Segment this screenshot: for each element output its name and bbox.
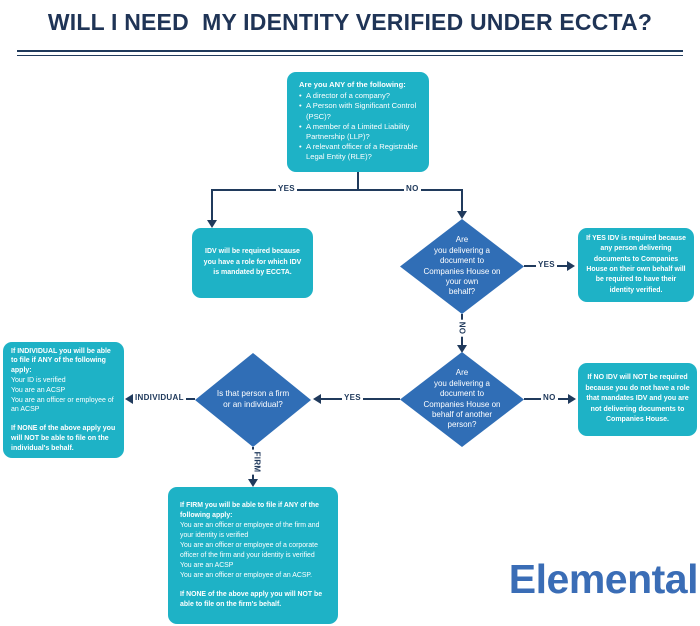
arrowhead-yes2 bbox=[567, 261, 575, 271]
start-question-node: Are you ANY of the following: A director… bbox=[287, 72, 429, 172]
edge-label-individual: INDIVIDUAL bbox=[133, 393, 186, 402]
connector-branch1 bbox=[211, 189, 463, 191]
elemental-logo: Elemental bbox=[508, 556, 699, 602]
start-bullet-rle: A relevant officer of a Registrable Lega… bbox=[299, 142, 421, 162]
start-bullet-llp: A member of a Limited Liability Partners… bbox=[299, 122, 421, 142]
idv-required-node: IDV will be required because you have a … bbox=[192, 228, 313, 298]
firm-outcome-intro: If FIRM you will be able to file if ANY … bbox=[180, 501, 319, 519]
title-divider bbox=[17, 50, 683, 56]
no-idv-not-required-node: If NO IDV will NOT be required because y… bbox=[578, 363, 697, 436]
start-bullet-psc: A Person with Significant Control (PSC)? bbox=[299, 101, 421, 121]
edge-label-yes3: YES bbox=[342, 393, 363, 402]
yes-idv-required-node: If YES IDV is required because any perso… bbox=[578, 228, 694, 302]
connector-yes1-drop bbox=[211, 189, 213, 220]
arrowhead-individual bbox=[125, 394, 133, 404]
edge-label-no2: NO bbox=[541, 393, 558, 402]
decision-own-behalf: Are you delivering a document to Compani… bbox=[400, 219, 524, 314]
individual-outcome-outro: If NONE of the above apply you will NOT … bbox=[11, 425, 116, 452]
arrowhead-no2 bbox=[568, 394, 576, 404]
firm-condition-officer-verified: You are an officer or employee of the fi… bbox=[180, 521, 320, 539]
arrowhead-yes1 bbox=[207, 220, 217, 228]
edge-label-no1: NO bbox=[404, 184, 421, 193]
firm-condition-acsp-officer: You are an officer or employee of an ACS… bbox=[180, 572, 313, 580]
edge-label-no-vertical: NO bbox=[456, 319, 467, 337]
individual-outcome-intro: If INDIVIDUAL you will be able to file i… bbox=[11, 347, 111, 375]
decision-own-behalf-text: Are you delivering a document to Compani… bbox=[423, 235, 501, 297]
arrowhead-no-vertical bbox=[457, 345, 467, 353]
arrowhead-yes3 bbox=[313, 394, 321, 404]
decision-firm-or-individual: Is that person a firm or an individual? bbox=[195, 353, 311, 447]
edge-label-firm: FIRM bbox=[251, 449, 262, 475]
individual-outcome-node: If INDIVIDUAL you will be able to file i… bbox=[3, 342, 124, 458]
individual-condition-acsp: You are an ACSP bbox=[11, 386, 66, 394]
edge-label-yes2: YES bbox=[536, 260, 557, 269]
edge-label-yes1: YES bbox=[276, 184, 297, 193]
decision-another-person: Are you delivering a document to Compani… bbox=[400, 352, 524, 447]
connector-no1-drop bbox=[461, 189, 463, 211]
start-bullet-director: A director of a company? bbox=[299, 91, 421, 101]
individual-condition-acsp-officer: You are an officer or employee of an ACS… bbox=[11, 396, 114, 414]
page-title: WILL I NEED MY IDENTITY VERIFIED UNDER E… bbox=[47, 9, 653, 35]
individual-condition-id-verified: Your ID is verified bbox=[11, 376, 66, 384]
arrowhead-no1 bbox=[457, 211, 467, 219]
start-question-heading: Are you ANY of the following: bbox=[299, 80, 406, 89]
firm-outcome-outro: If NONE of the above apply you will NOT … bbox=[180, 591, 323, 609]
firm-condition-corporate-officer: You are an officer or employee of a corp… bbox=[180, 541, 318, 559]
decision-another-person-text: Are you delivering a document to Compani… bbox=[423, 368, 501, 430]
arrowhead-firm bbox=[248, 479, 258, 487]
decision-firm-or-individual-text: Is that person a firm or an individual? bbox=[216, 389, 290, 409]
connector-start-stub bbox=[357, 172, 359, 189]
firm-outcome-node: If FIRM you will be able to file if ANY … bbox=[168, 487, 338, 624]
firm-condition-acsp: You are an ACSP bbox=[180, 562, 234, 570]
